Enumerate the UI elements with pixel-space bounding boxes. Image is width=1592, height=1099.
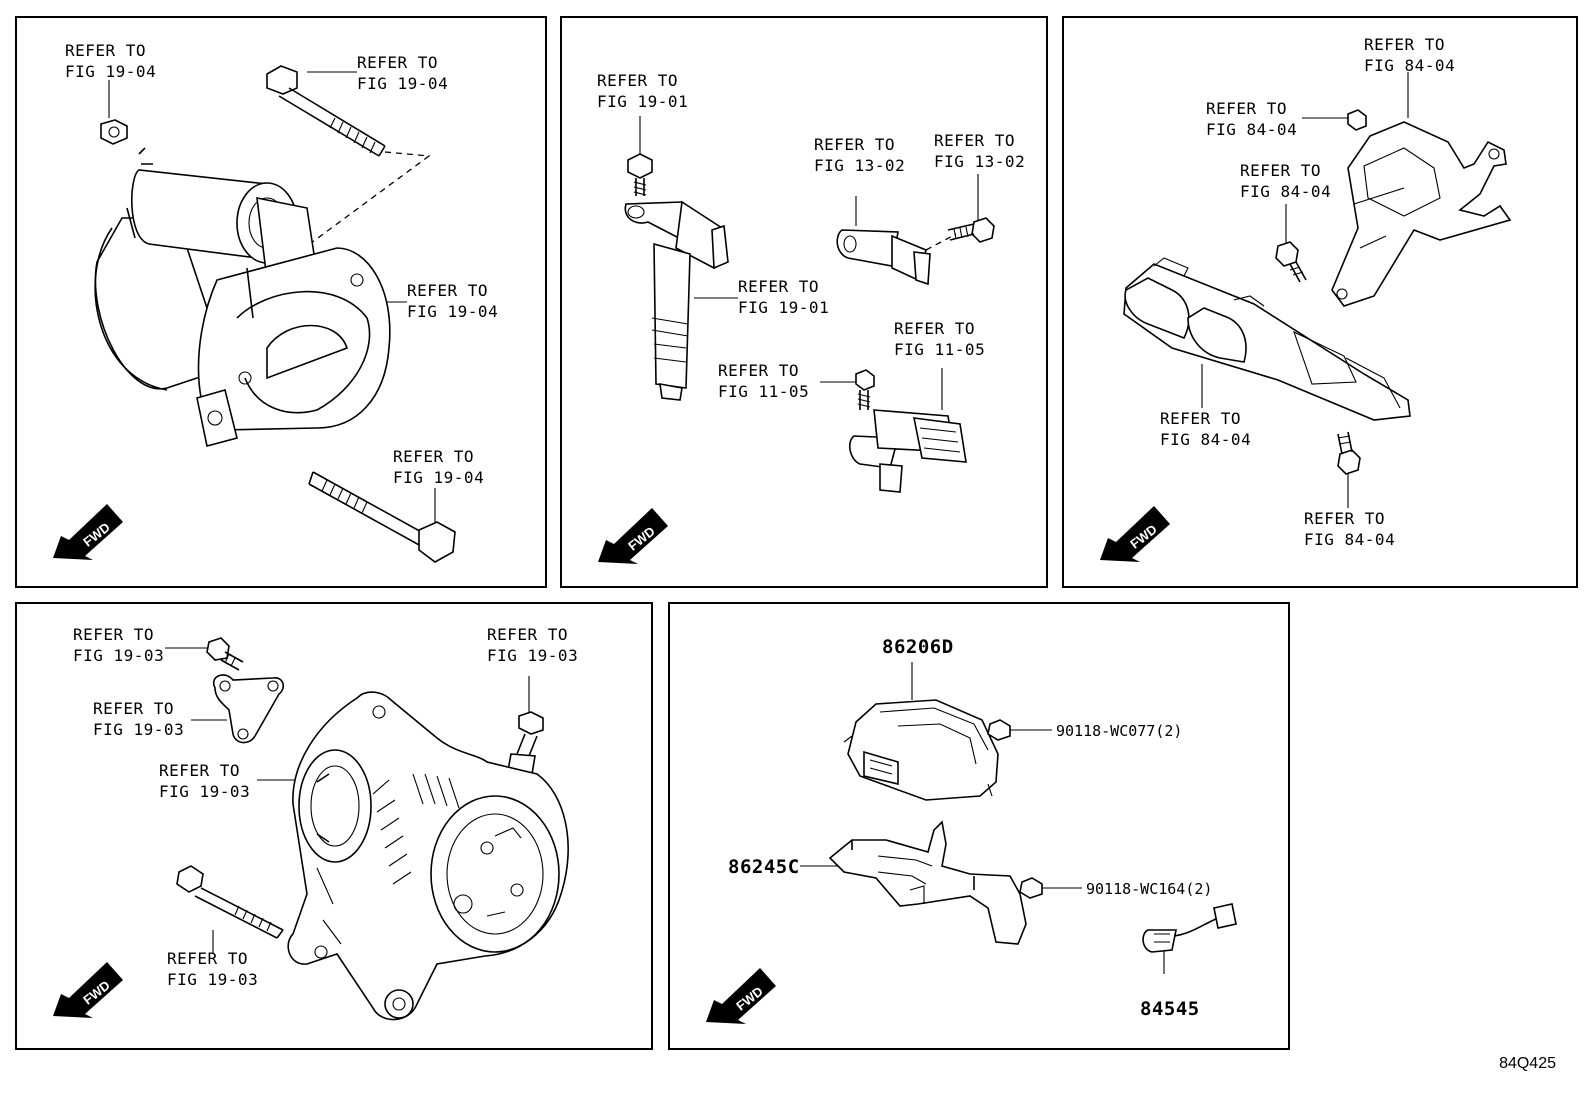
alternator-drawing — [165, 637, 569, 1021]
part-number-86245c: 86245C — [728, 856, 800, 878]
refer-label: REFER TO FIG 19-03 — [159, 761, 251, 801]
fwd-arrow-icon: FWD — [53, 504, 123, 560]
refer-label: REFER TO FIG 19-03 — [73, 625, 165, 665]
part-number-84545: 84545 — [1140, 998, 1200, 1020]
refer-label: REFER TO FIG 84-04 — [1304, 509, 1396, 549]
refer-label: REFER TO FIG 19-04 — [407, 281, 499, 321]
refer-label: REFER TO FIG 19-04 — [357, 53, 449, 93]
refer-label: REFER TO FIG 13-02 — [934, 131, 1026, 171]
fwd-arrow-icon: FWD — [1100, 506, 1170, 562]
fwd-arrow-icon: FWD — [53, 962, 123, 1018]
refer-label: REFER TO FIG 11-05 — [894, 319, 986, 359]
refer-label: REFER TO FIG 19-03 — [93, 699, 185, 739]
refer-label: REFER TO FIG 19-04 — [393, 447, 485, 487]
starter-drawing — [94, 65, 456, 563]
panel-parts: 86206D 90118-WC077(2) 86245C 90118-WC164… — [668, 602, 1290, 1050]
diagram-code: 84Q425 — [1499, 1055, 1556, 1072]
part-number-90118-wc077: 90118-WC077(2) — [1056, 722, 1183, 740]
fwd-arrow-icon: FWD — [706, 968, 776, 1024]
refer-label: REFER TO FIG 19-01 — [738, 277, 830, 317]
refer-label: REFER TO FIG 19-01 — [597, 71, 689, 111]
ignition-drawing — [624, 116, 995, 493]
refer-label: REFER TO FIG 84-04 — [1160, 409, 1252, 449]
refer-label: REFER TO FIG 19-03 — [167, 949, 259, 989]
panel-control-bracket: REFER TO FIG 84-04 REFER TO FIG 84-04 RE… — [1062, 16, 1578, 588]
fwd-arrow-icon: FWD — [598, 508, 668, 564]
refer-label: REFER TO FIG 84-04 — [1206, 99, 1298, 139]
panel-alternator: REFER TO FIG 19-03 REFER TO FIG 19-03 RE… — [15, 602, 653, 1050]
panel-ignition-sensors: REFER TO FIG 19-01 REFER TO FIG 13-02 RE… — [560, 16, 1048, 588]
parts-drawing — [800, 662, 1237, 974]
refer-label: REFER TO FIG 11-05 — [718, 361, 810, 401]
part-number-86206d: 86206D — [882, 636, 954, 658]
bracket-drawing — [1123, 72, 1512, 508]
refer-label: REFER TO FIG 13-02 — [814, 135, 906, 175]
refer-label: REFER TO FIG 19-04 — [65, 41, 157, 81]
refer-label: REFER TO FIG 84-04 — [1364, 35, 1456, 75]
refer-label: REFER TO FIG 19-03 — [487, 625, 579, 665]
panel-starter: REFER TO FIG 19-04 REFER TO FIG 19-04 RE… — [15, 16, 547, 588]
part-number-90118-wc164: 90118-WC164(2) — [1086, 880, 1213, 898]
refer-label: REFER TO FIG 84-04 — [1240, 161, 1332, 201]
